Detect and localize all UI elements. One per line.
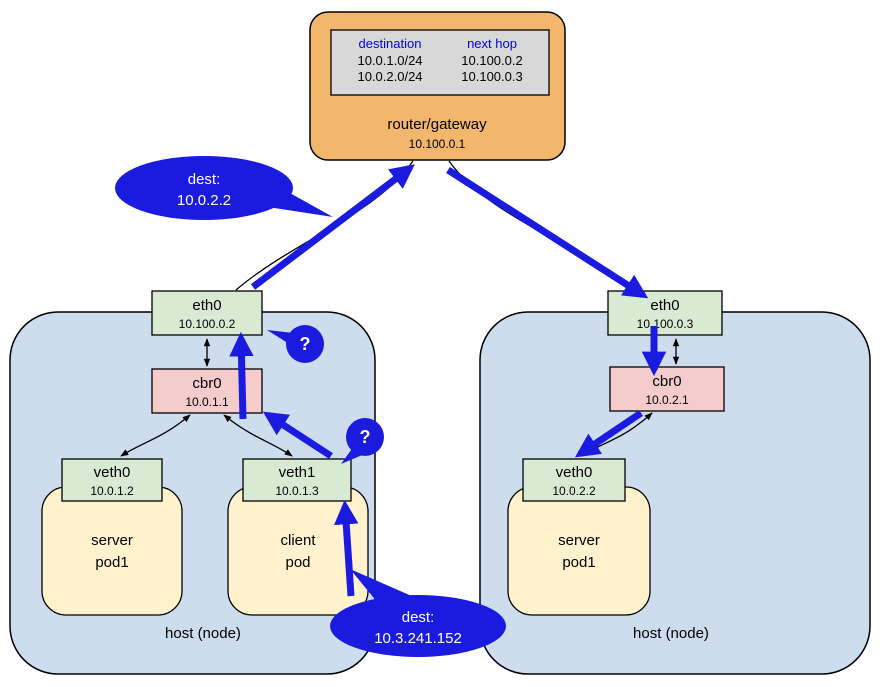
cbr0-left-label: cbr0: [192, 375, 221, 392]
router-label: router/gateway: [387, 116, 487, 133]
veth0-left-box: [61, 458, 163, 502]
veth0-right-ip: 10.0.2.2: [552, 484, 596, 498]
routing-table-row2-hop: 10.100.0.3: [461, 69, 522, 84]
left-host-label: host (node): [165, 625, 241, 642]
eth0-right-ip: 10.100.0.3: [637, 317, 694, 331]
client-pod-label-line2: pod: [285, 554, 310, 571]
router-ip: 10.100.0.1: [409, 137, 466, 151]
callout-question-veth1-mark: ?: [360, 427, 371, 447]
eth0-left-box: [151, 290, 263, 336]
server-pod1-left-label-line2: pod1: [95, 554, 128, 571]
router-gateway: destination next hop 10.0.1.0/24 10.100.…: [309, 11, 566, 161]
packet-arrow-cbr0-to-veth0-right: [574, 410, 643, 458]
cbr0-right-label: cbr0: [652, 373, 681, 390]
packet-arrow-veth1-to-cbr0: [262, 411, 333, 459]
callout-question-veth1: ?: [341, 418, 384, 464]
veth0-right-label: veth0: [556, 464, 593, 481]
cbr0-right-ip: 10.0.2.1: [645, 393, 689, 407]
veth1-box: [242, 458, 352, 502]
cbr0-right-box: [609, 366, 725, 412]
callout-question-eth0-mark: ?: [300, 334, 311, 354]
packet-arrow-cbr0-to-eth0: [229, 331, 254, 420]
eth0-left-ip: 10.100.0.2: [179, 317, 236, 331]
eth0-right-box: [607, 290, 723, 336]
veth0-left-ip: 10.0.1.2: [90, 484, 134, 498]
veth0-right-box: [522, 458, 626, 502]
packet-arrow-eth0-to-router: [250, 164, 415, 290]
callout-dest-bottom: dest: 10.3.241.152: [330, 569, 506, 657]
routing-table-header-next-hop: next hop: [467, 36, 517, 51]
server-pod1-right-label-line1: server: [558, 532, 600, 549]
callout-question-eth0-bubble: [286, 325, 324, 363]
packet-path: [229, 164, 667, 597]
routing-table: [330, 29, 550, 96]
interfaces: eth0 10.100.0.2 eth0 10.100.0.3 cbr0 10.…: [61, 290, 725, 502]
veth0-left-label: veth0: [94, 464, 131, 481]
callout-dest-top-bubble: [115, 156, 293, 220]
callout-dest-bottom-tail: [350, 569, 414, 603]
packet-arrow-router-to-eth0-right: [446, 167, 649, 299]
link-cbr0-veth0-left: [120, 414, 191, 457]
server-pod1-left-label-line1: server: [91, 532, 133, 549]
callout-dest-bottom-line1: dest:: [402, 609, 435, 626]
eth0-right-label: eth0: [650, 297, 679, 314]
callout-dest-bottom-bubble: [330, 595, 506, 657]
cbr0-left-ip: 10.0.1.1: [185, 395, 229, 409]
callouts: dest: 10.0.2.2 dest: 10.3.241.152 ? ?: [115, 156, 506, 657]
server-pod1-left-box: [41, 486, 183, 616]
server-pod1-right-box: [507, 486, 651, 616]
callout-dest-top-line1: dest:: [188, 171, 221, 188]
callout-dest-top-line2: 10.0.2.2: [177, 192, 231, 209]
routing-table-header-destination: destination: [359, 36, 422, 51]
veth1-label: veth1: [279, 464, 316, 481]
routing-table-row1-dest: 10.0.1.0/24: [357, 53, 422, 68]
link-cbr0-veth1-left: [223, 414, 293, 457]
callout-question-veth1-bubble: [346, 418, 384, 456]
packet-arrow-pod-to-veth1: [333, 499, 359, 597]
server-pod1-right-label-line2: pod1: [562, 554, 595, 571]
client-pod-label-line1: client: [280, 532, 316, 549]
right-host-label: host (node): [633, 625, 709, 642]
callout-question-eth0: ?: [267, 325, 324, 363]
eth0-left-label: eth0: [192, 297, 221, 314]
routing-table-row2-dest: 10.0.2.0/24: [357, 69, 422, 84]
pods: server pod1 client pod server pod1: [41, 486, 651, 616]
callout-dest-top: dest: 10.0.2.2: [115, 156, 333, 220]
veth1-ip: 10.0.1.3: [275, 484, 319, 498]
routing-table-row1-hop: 10.100.0.2: [461, 53, 522, 68]
callout-dest-bottom-line2: 10.3.241.152: [374, 630, 462, 647]
